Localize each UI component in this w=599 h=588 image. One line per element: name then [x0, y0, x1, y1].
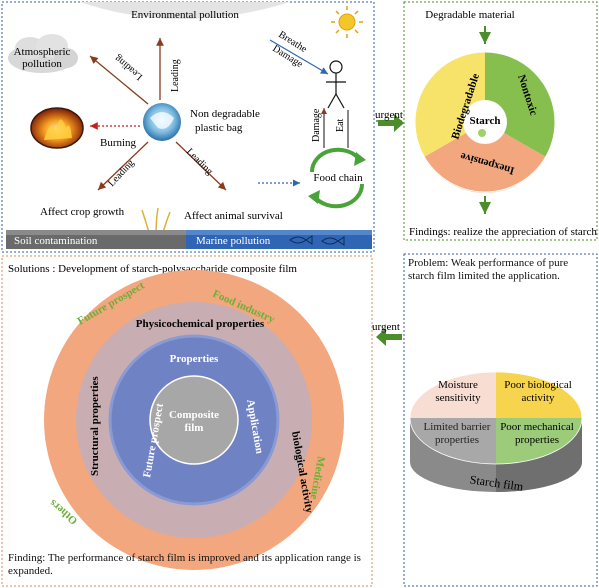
urgent-arrow-top	[376, 114, 404, 132]
arrow-to-cloud	[89, 55, 149, 105]
degradable-title: Degradable material	[425, 9, 514, 21]
starch-film-cylinder	[409, 371, 583, 492]
soil-contamination-label: Soil contamination	[14, 235, 98, 247]
findings-label: Findings: realize the appreciation of st…	[409, 226, 597, 238]
pollution-title: Environmental pollution	[131, 9, 239, 21]
marine-pollution-label: Marine pollution	[196, 235, 271, 247]
degradable-panel-border	[403, 1, 598, 241]
sun-icon	[331, 6, 363, 38]
flame-icon	[44, 119, 72, 140]
atmospheric-label-1: Atmospheric	[14, 46, 71, 58]
structural-label: Structural properties	[89, 376, 101, 476]
leading-label-cloud: Leading	[113, 53, 145, 82]
composite-label-2: film	[185, 422, 204, 434]
starch-pie	[414, 51, 556, 193]
food-chain-label: Food chain	[313, 172, 363, 184]
atmospheric-label-2: pollution	[22, 58, 62, 70]
inexpensive-sector	[424, 122, 546, 193]
core-circle	[149, 375, 239, 465]
damage-label: Damage	[311, 108, 322, 142]
urgent-arrow-mid	[376, 328, 402, 346]
plastic-bag-label-2: plastic bag	[195, 122, 243, 134]
properties-label: Properties	[170, 353, 219, 365]
problem-text: Problem: Weak performance of pure starch…	[408, 257, 569, 282]
plastic-bag-label-1: Non degradable	[190, 108, 260, 120]
solutions-title: Solutions : Development of starch-polysa…	[8, 263, 297, 275]
composite-film-rings	[44, 270, 344, 570]
barrier-label-2: properties	[435, 434, 479, 446]
burning-label: Burning	[100, 137, 137, 149]
crop-growth-label: Affect crop growth	[40, 206, 125, 218]
finding-text: Finding: The performance of starch film …	[8, 552, 361, 577]
animal-survival-label: Affect animal survival	[184, 210, 283, 222]
arrow-to-animal	[175, 141, 227, 191]
starch-granule-icon	[478, 129, 486, 137]
problem-panel-border	[403, 253, 598, 587]
urgent-label-top: urgent	[375, 109, 403, 121]
mech-label-2: properties	[515, 434, 559, 446]
starch-label: Starch	[470, 115, 501, 127]
starch-center	[463, 100, 507, 144]
leading-label-up: Leading	[170, 59, 181, 92]
solutions-panel-border	[1, 255, 373, 587]
moisture-label-2: sensitivity	[435, 392, 481, 404]
urgent-label-mid: urgent	[372, 321, 400, 333]
leading-label-animal: Leading	[184, 146, 215, 177]
pollution-title-arc	[80, 2, 290, 19]
eat-label: Eat	[335, 118, 346, 132]
fish-icon	[289, 235, 345, 246]
moisture-label-1: Moisture	[438, 379, 478, 391]
arrow-to-crop	[97, 141, 149, 191]
physicochemical-label: Physicochemical properties	[136, 318, 265, 330]
mechanical-sector	[496, 418, 582, 464]
composite-label-1: Composite	[169, 409, 219, 421]
person-icon	[326, 60, 346, 109]
barrier-label-1: Limited barrier	[424, 421, 491, 433]
cloud-icon	[8, 34, 78, 73]
poor-bio-label-1: Poor biological	[504, 379, 572, 391]
leading-label-crop: Leading	[106, 158, 136, 189]
moisture-sector	[410, 372, 496, 418]
poor-bio-sector	[496, 372, 582, 418]
food-chain-cycle-icon	[309, 147, 365, 209]
breathe-arrow	[269, 39, 329, 75]
poor-bio-label-2: activity	[522, 392, 555, 404]
mech-label-1: Poor mechanical	[500, 421, 574, 433]
